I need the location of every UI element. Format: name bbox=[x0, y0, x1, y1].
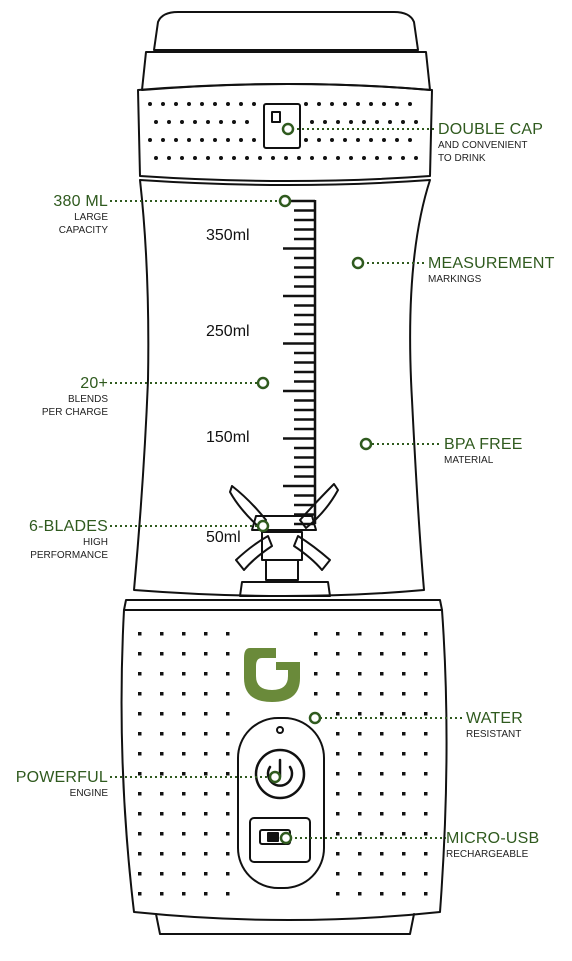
cap-hinge bbox=[263, 103, 301, 149]
callout-sub: RECHARGEABLE bbox=[446, 849, 529, 860]
callout-dot-measurement bbox=[351, 256, 365, 270]
callout-sub: BLENDS bbox=[67, 394, 108, 405]
base-body bbox=[120, 609, 448, 921]
callout-sub: LARGE bbox=[74, 212, 108, 223]
measurement-scale bbox=[283, 199, 317, 526]
callout-double-cap: DOUBLE CAP AND CONVENIENT TO DRINK bbox=[438, 121, 543, 165]
cap-perforation bbox=[148, 102, 418, 160]
usb-port-icon bbox=[249, 817, 311, 863]
callout-title: POWERFUL bbox=[15, 769, 108, 786]
callout-measurement: MEASUREMENT MARKINGS bbox=[428, 255, 555, 286]
callout-dot-bpa bbox=[359, 437, 373, 451]
control-panel bbox=[237, 717, 325, 889]
callout-engine: POWERFUL ENGINE bbox=[16, 769, 108, 800]
base-top bbox=[123, 599, 443, 611]
lid-top bbox=[153, 11, 419, 51]
leaf-g-logo bbox=[244, 648, 300, 702]
base-perforation bbox=[138, 632, 428, 896]
callout-title: 6-BLADES bbox=[29, 518, 108, 535]
callout-title: WATER bbox=[466, 710, 523, 727]
callout-sub: AND CONVENIENT bbox=[438, 140, 528, 151]
callout-blends: 20+ BLENDS PER CHARGE bbox=[42, 375, 108, 419]
callout-dot-blends bbox=[256, 376, 270, 390]
callout-title: MEASUREMENT bbox=[428, 255, 555, 272]
callout-dot-usb bbox=[279, 831, 293, 845]
callout-dot-water bbox=[308, 711, 322, 725]
scale-label-350: 350ml bbox=[206, 227, 250, 244]
callout-sub: HIGH bbox=[83, 537, 108, 548]
scale-label-250: 250ml bbox=[206, 323, 250, 340]
callout-dot-capacity bbox=[278, 194, 292, 208]
callout-water: WATER RESISTANT bbox=[466, 710, 523, 741]
callout-dot-double-cap bbox=[281, 122, 295, 136]
blade-assembly bbox=[229, 483, 339, 597]
callout-sub: PERFORMANCE bbox=[30, 550, 108, 561]
callout-bpa: BPA FREE MATERIAL bbox=[444, 436, 523, 467]
power-icon bbox=[254, 748, 306, 800]
callout-usb: MICRO-USB RECHARGEABLE bbox=[446, 830, 539, 861]
callout-capacity: 380 ML LARGE CAPACITY bbox=[53, 193, 108, 237]
callout-title: 380 ML bbox=[53, 193, 108, 210]
callout-sub: TO DRINK bbox=[438, 153, 486, 164]
callout-sub: MARKINGS bbox=[428, 274, 482, 285]
callout-sub: CAPACITY bbox=[58, 225, 108, 236]
callout-dot-engine bbox=[268, 770, 282, 784]
callout-title: MICRO-USB bbox=[446, 830, 540, 847]
scale-label-50: 50ml bbox=[206, 529, 241, 546]
jar-body bbox=[133, 179, 431, 597]
callout-title: 20+ bbox=[80, 375, 108, 392]
callout-title: BPA FREE bbox=[444, 436, 523, 453]
callout-dot-blades bbox=[256, 519, 270, 533]
scale-label-150: 150ml bbox=[206, 429, 250, 446]
callout-blades: 6-BLADES HIGH PERFORMANCE bbox=[29, 518, 108, 562]
callout-sub: ENGINE bbox=[69, 788, 108, 799]
cap-collar bbox=[137, 83, 433, 182]
callout-sub: RESISTANT bbox=[466, 729, 522, 740]
scale-labels: 350ml 250ml 150ml 50ml bbox=[206, 227, 250, 546]
callout-title: DOUBLE CAP bbox=[438, 121, 544, 138]
callout-sub: PER CHARGE bbox=[41, 407, 108, 418]
callout-sub: MATERIAL bbox=[444, 455, 494, 466]
